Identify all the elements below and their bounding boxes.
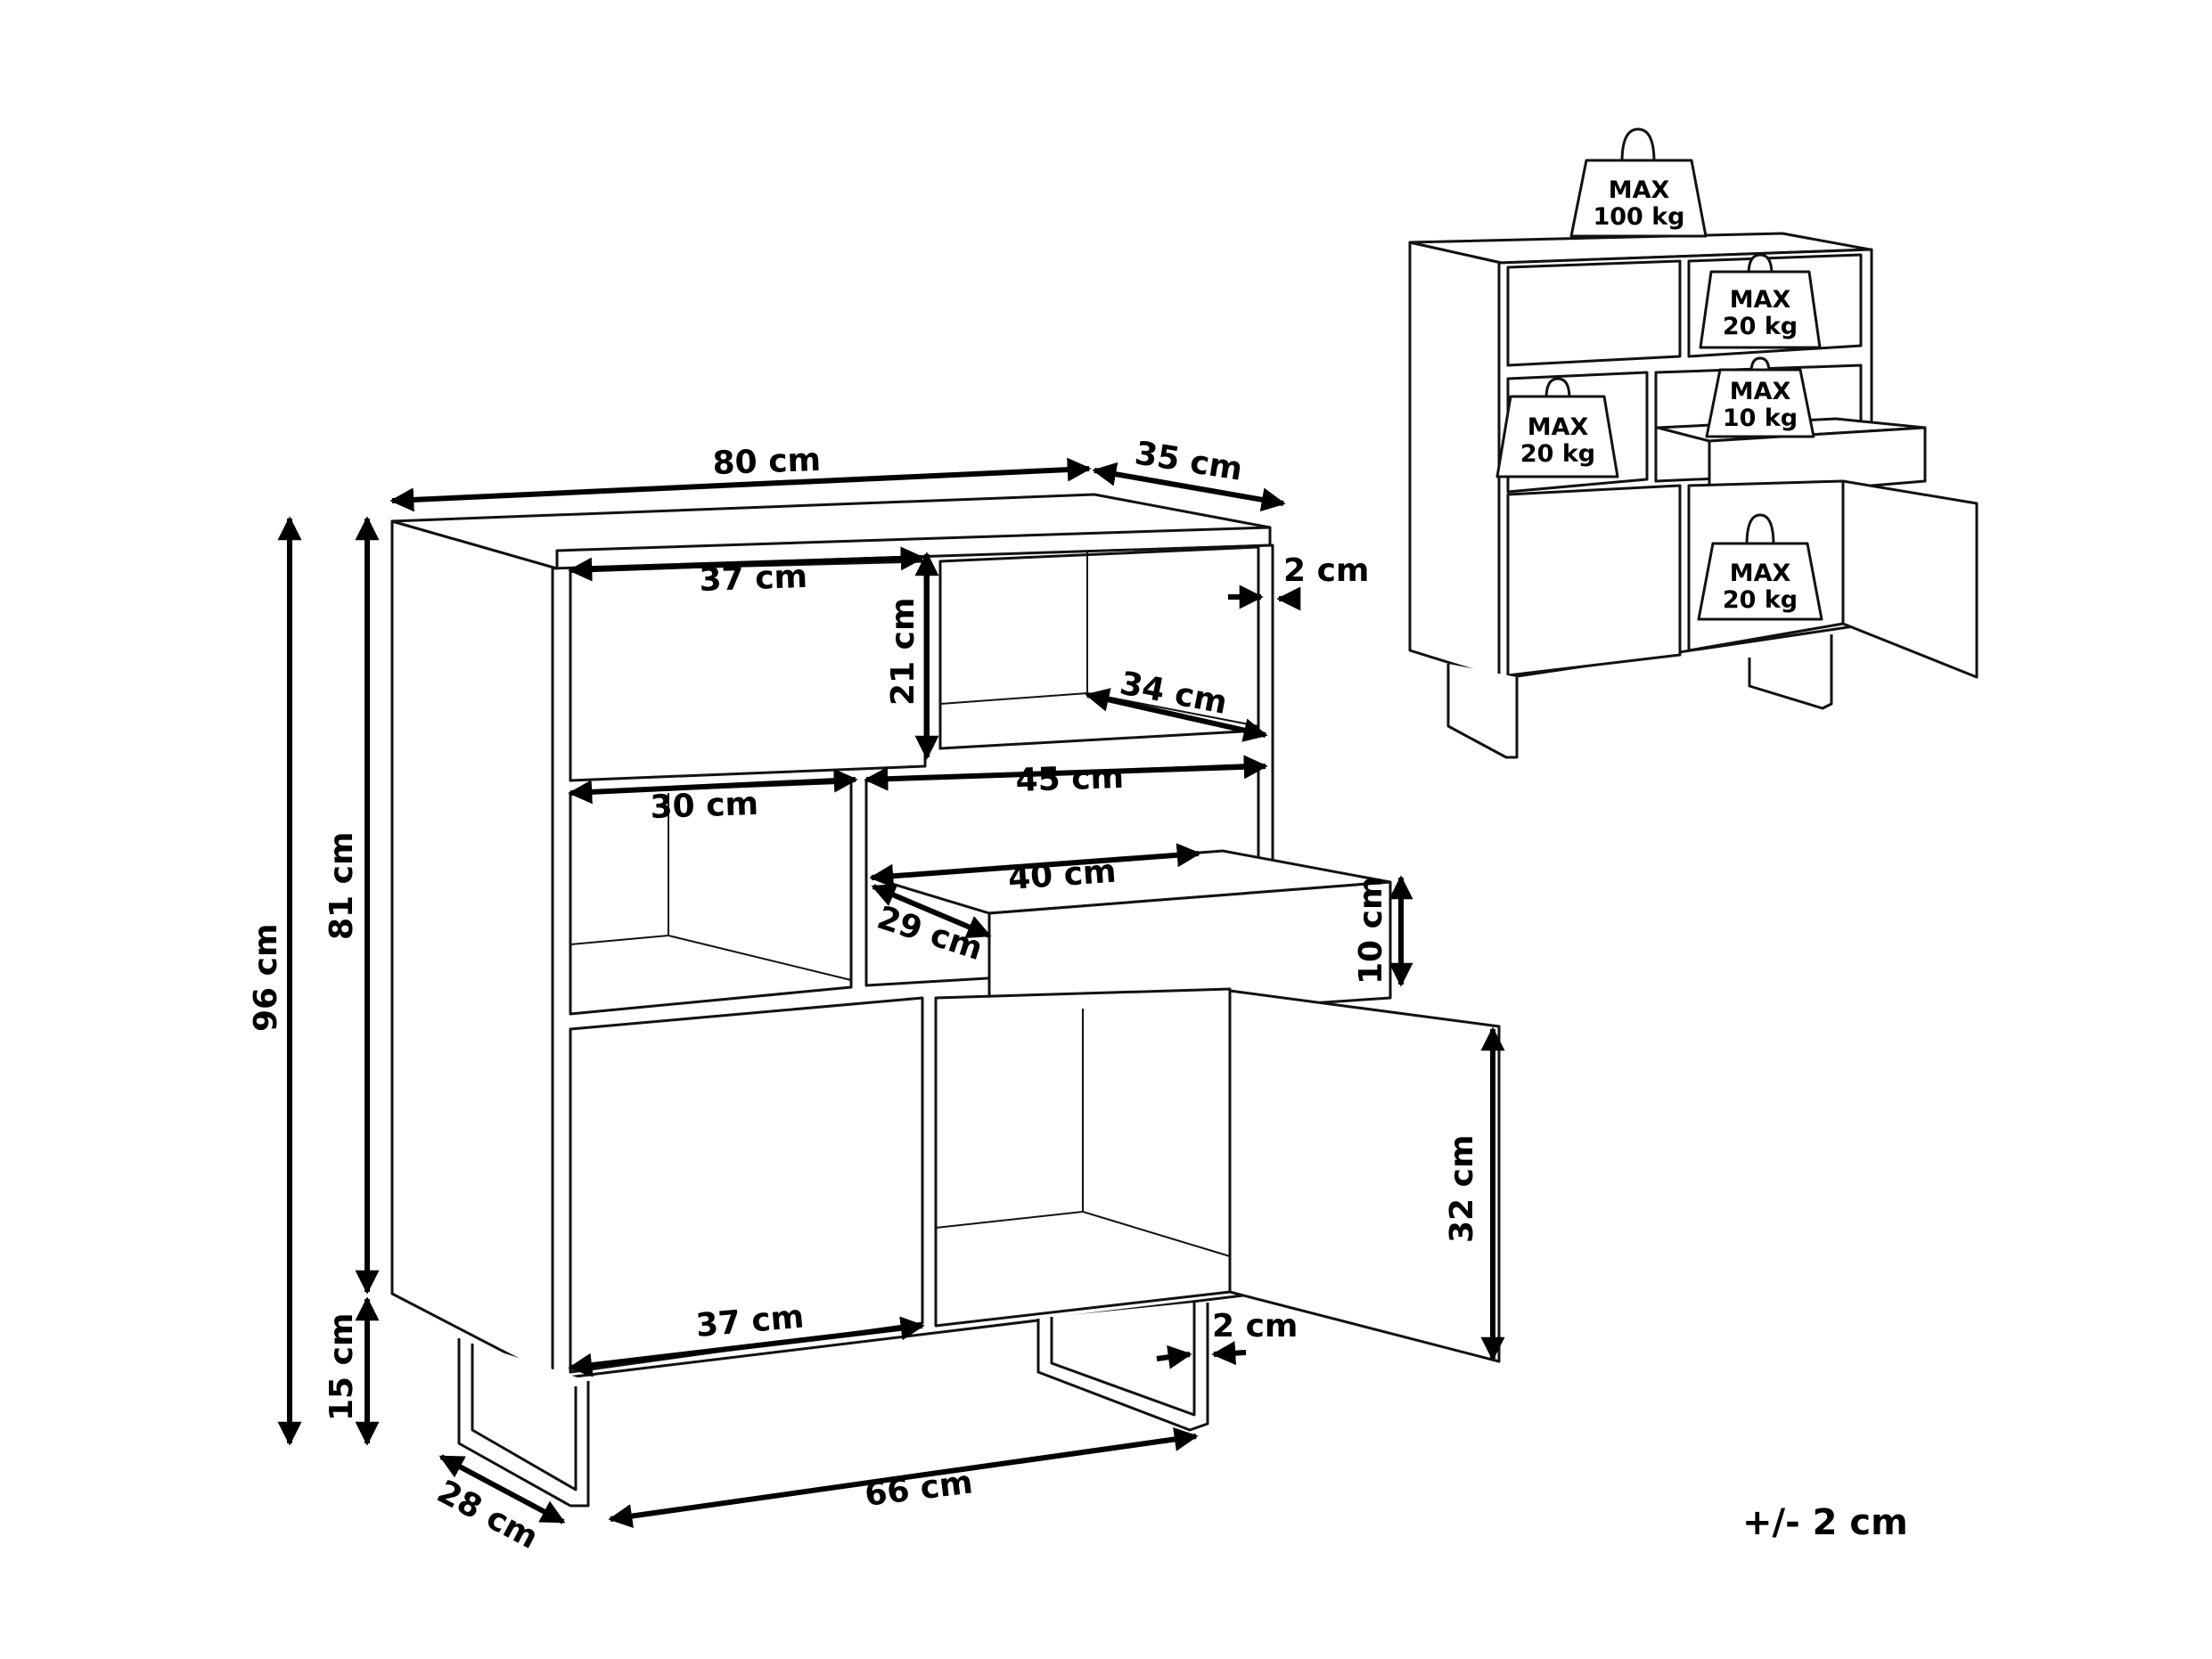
label-leg-span: 66 cm (863, 1464, 975, 1513)
label-door-height: 32 cm (1444, 1135, 1480, 1243)
tolerance-note: +/- 2 cm (1742, 1502, 1908, 1543)
weight-top-label-line1: MAX (1609, 176, 1670, 204)
label-board-thickness: 2 cm (1283, 552, 1369, 589)
mini-open-door (1841, 479, 1979, 679)
drawer-front (987, 880, 1392, 1026)
label-niche-height: 21 cm (885, 598, 922, 706)
label-body-height: 81 cm (324, 832, 360, 940)
weight-upper-shelf-label-line1: MAX (1730, 286, 1791, 314)
weight-middle-shelf-label-line2: 20 kg (1520, 440, 1595, 468)
mini-right-leg (1748, 634, 1833, 710)
weight-upper-shelf: MAX 20 kg (1699, 253, 1822, 349)
mini-left-leg (1446, 664, 1519, 759)
mini-left-side (1408, 241, 1503, 681)
label-drawer-opening-width: 45 cm (1015, 759, 1125, 799)
mini-drawer-front (1708, 426, 1927, 501)
load-capacity-illustration: MAX 100 kg MAX 20 kg MAX 20 kg MAX 10 kg… (1408, 127, 1979, 759)
label-total-height: 96 cm (248, 924, 284, 1032)
left-side-panel (390, 519, 559, 1381)
mini-upper-left-niche (1506, 259, 1682, 367)
weight-cabinet-label-line2: 20 kg (1723, 586, 1798, 614)
weight-drawer: MAX 10 kg (1705, 356, 1815, 438)
label-drawer-inner-width: 40 cm (1007, 854, 1118, 897)
dimension-lines (277, 457, 1505, 1528)
weight-top-label-line2: 100 kg (1593, 203, 1684, 231)
weight-cabinet: MAX 20 kg (1697, 513, 1823, 621)
label-top-left-niche-width: 37 cm (699, 559, 808, 599)
weight-middle-shelf-label-line1: MAX (1528, 413, 1589, 441)
right-leg (1036, 1303, 1209, 1432)
weight-drawer-label-line1: MAX (1730, 378, 1791, 405)
weight-cabinet-label-line1: MAX (1730, 560, 1791, 587)
weight-top: MAX 100 kg (1569, 127, 1708, 238)
label-leg-depth: 28 cm (431, 1474, 545, 1557)
open-door (1228, 989, 1501, 1363)
weight-upper-shelf-label-line2: 20 kg (1723, 313, 1798, 340)
main-cabinet (390, 493, 1501, 1508)
weight-drawer-label-line2: 10 kg (1723, 405, 1798, 432)
weight-middle-shelf: MAX 20 kg (1495, 377, 1619, 478)
label-total-width: 80 cm (712, 442, 822, 482)
mini-bottom-left-door (1506, 484, 1682, 677)
label-leg-height: 15 cm (324, 1313, 360, 1421)
label-drawer-height: 10 cm (1353, 877, 1389, 985)
label-middle-left-niche-width: 30 cm (650, 786, 759, 826)
label-leg-thickness: 2 cm (1212, 1308, 1298, 1344)
